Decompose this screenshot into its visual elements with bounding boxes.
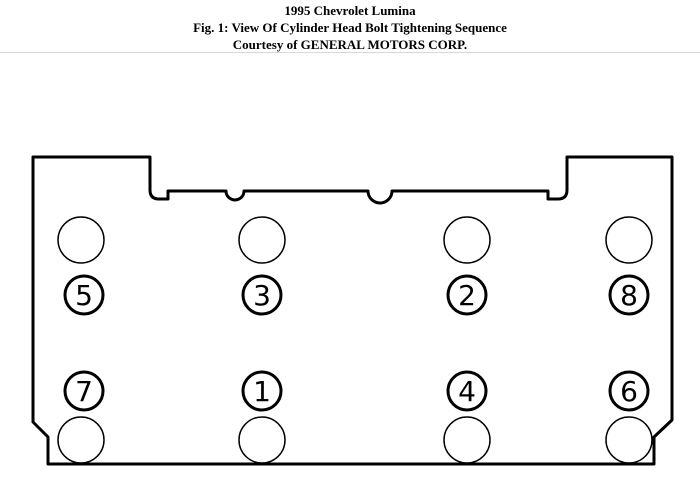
- bolt-number: 3: [253, 279, 271, 312]
- bolt-hole-top-4: [605, 216, 653, 264]
- courtesy-line: Courtesy of GENERAL MOTORS CORP.: [232, 37, 468, 52]
- cylinder-head-outline: [31, 155, 674, 466]
- header-divider: [0, 52, 700, 53]
- bolt-marker-1: 1: [241, 370, 283, 412]
- bolt-number: 2: [458, 279, 476, 312]
- bolt-number: 4: [458, 375, 476, 408]
- bolt-number: 7: [75, 375, 93, 408]
- bolt-marker-4: 4: [446, 370, 488, 412]
- bolt-marker-6: 6: [608, 370, 650, 412]
- bolt-hole-top-2: [238, 216, 286, 264]
- bolt-hole-bottom-2: [238, 416, 286, 464]
- bolt-hole-bottom-1: [57, 416, 105, 464]
- bolt-number: 8: [620, 279, 638, 312]
- figure-title: Fig. 1: View Of Cylinder Head Bolt Tight…: [193, 20, 507, 35]
- bolt-number: 5: [75, 279, 93, 312]
- bolt-marker-8: 8: [608, 274, 650, 316]
- bolt-number: 1: [253, 375, 271, 408]
- bolt-marker-5: 5: [63, 274, 105, 316]
- figure-caption: 1995 Chevrolet Lumina Fig. 1: View Of Cy…: [0, 0, 700, 53]
- bolt-hole-top-1: [57, 216, 105, 264]
- vehicle-title: 1995 Chevrolet Lumina: [284, 3, 416, 18]
- bolt-number: 6: [620, 375, 638, 408]
- bolt-marker-2: 2: [446, 274, 488, 316]
- bolt-marker-3: 3: [241, 274, 283, 316]
- bolt-sequence-markers: 5 3 2 8 7 1 4 6: [63, 274, 650, 412]
- bolt-hole-bottom-4: [605, 416, 653, 464]
- bolt-marker-7: 7: [63, 370, 105, 412]
- bolt-hole-top-3: [443, 216, 491, 264]
- bolt-hole-bottom-3: [443, 416, 491, 464]
- bolt-holes: [57, 216, 653, 464]
